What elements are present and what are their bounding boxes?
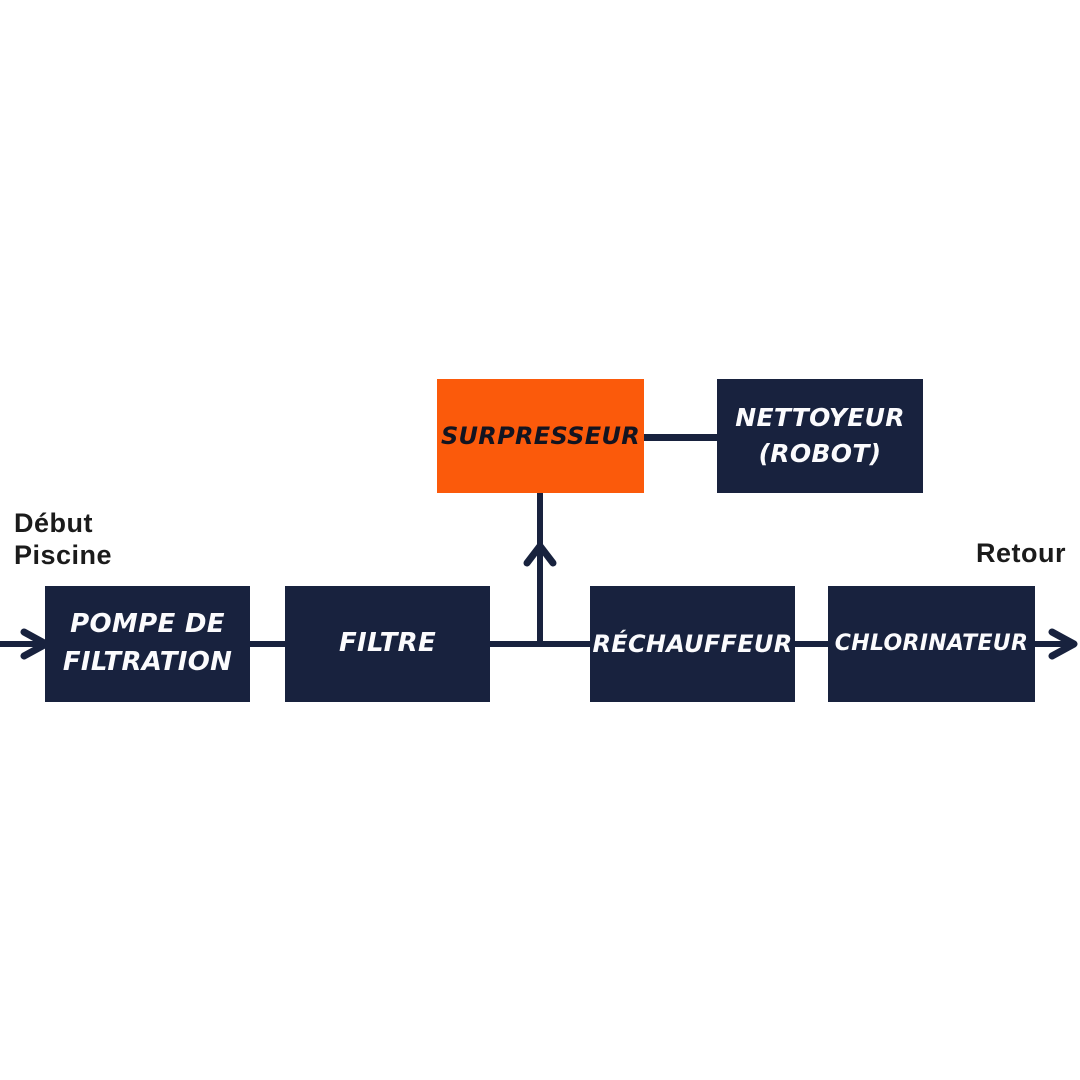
- node-rechauffeur-label: RÉCHAUFFEUR: [592, 629, 793, 658]
- connector-booster-cleaner: [644, 434, 717, 441]
- node-chlorinateur-label: CHLORINATEUR: [834, 631, 1029, 657]
- connector-pump-filter: [250, 641, 285, 647]
- node-pompe-label-line2: FILTRATION: [62, 647, 233, 677]
- node-filtre-label: FILTRE: [338, 628, 436, 659]
- start-label-line1: Début: [14, 508, 93, 538]
- flow-line-inlet: [0, 641, 46, 647]
- node-pompe-de-filtration: POMPE DE FILTRATION: [45, 586, 250, 702]
- node-nettoyeur-label-line2: (ROBOT): [758, 439, 882, 468]
- node-nettoyeur-robot: NETTOYEUR (ROBOT): [717, 379, 923, 493]
- node-rechauffeur: RÉCHAUFFEUR: [590, 586, 795, 702]
- node-chlorinateur: CHLORINATEUR: [828, 586, 1035, 702]
- node-surpresseur: SURPRESSEUR: [437, 379, 644, 493]
- node-filtre: FILTRE: [285, 586, 490, 702]
- node-surpresseur-label: SURPRESSEUR: [440, 421, 641, 450]
- return-label: Retour: [976, 538, 1066, 568]
- node-nettoyeur-label-line1: NETTOYEUR: [735, 402, 905, 432]
- node-pompe-label-line1: POMPE DE: [70, 609, 225, 640]
- connector-main-booster: [537, 493, 543, 644]
- connector-filter-heater: [490, 641, 590, 647]
- outlet-arrow-right-icon: [1048, 628, 1078, 660]
- booster-arrow-up-icon: [523, 542, 557, 567]
- start-label-line2: Piscine: [14, 539, 113, 570]
- connector-heater-chlorinator: [795, 641, 828, 647]
- flow-line-outlet: [1035, 641, 1076, 647]
- start-label: Début Piscine: [14, 508, 112, 572]
